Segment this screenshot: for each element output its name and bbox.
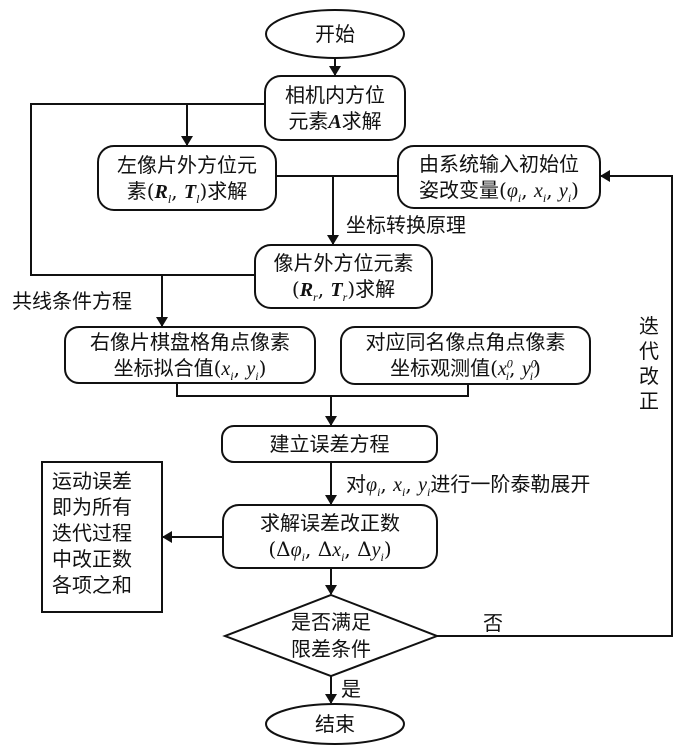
start-label: 开始: [315, 22, 355, 46]
observed-coords-box: [340, 326, 591, 385]
decision-text: 是否满足 限差条件: [291, 610, 371, 661]
end-terminal: [265, 703, 405, 745]
left-exterior-text: 左像片外方位元 素(Rl, Tl)求解: [117, 152, 257, 206]
iterative-correction-label: 迭 代 改 正: [639, 314, 659, 413]
solve-correction-text: 求解误差改正数 (Δφi, Δxi, Δyi): [260, 511, 400, 564]
observed-coords-text: 对应同名像点角点像素 坐标观测值(x0i, y0i): [365, 330, 566, 383]
motion-error-text: 运动误差 即为所有 迭代过程 中改正数 各项之和: [52, 469, 132, 597]
coord-transform-label: 坐标转换原理: [346, 213, 466, 237]
intrinsic-box: [264, 75, 406, 141]
initial-input-text: 由系统输入初始位 姿改变量(φi, xi, yi): [419, 151, 579, 205]
taylor-label: 对φi, xi, yi进行一阶泰勒展开: [346, 472, 591, 499]
fitted-coords-box: [64, 326, 316, 384]
edge-merge: [176, 383, 469, 397]
error-equation-box: [221, 425, 438, 463]
error-equation-text: 建立误差方程: [269, 432, 390, 456]
fitted-coords-text: 右像片棋盘格角点像素 坐标拟合值(xi, yi): [90, 329, 290, 383]
yes-label: 是: [341, 677, 361, 701]
edge-intrinsic-to-left-exterior: [181, 103, 265, 146]
edge-no-feedback: [437, 170, 673, 637]
left-exterior-box: [97, 145, 277, 211]
no-label: 否: [483, 611, 503, 635]
collinearity-label: 共线条件方程: [12, 289, 132, 313]
right-exterior-box: [254, 244, 433, 309]
right-exterior-text: 像片外方位元素 (Rr, Tr)求解: [273, 251, 414, 304]
intrinsic-text: 相机内方位 元素A求解: [285, 82, 385, 133]
edge-intrinsic-bypass-left: [30, 103, 255, 276]
end-label: 结束: [315, 712, 355, 736]
